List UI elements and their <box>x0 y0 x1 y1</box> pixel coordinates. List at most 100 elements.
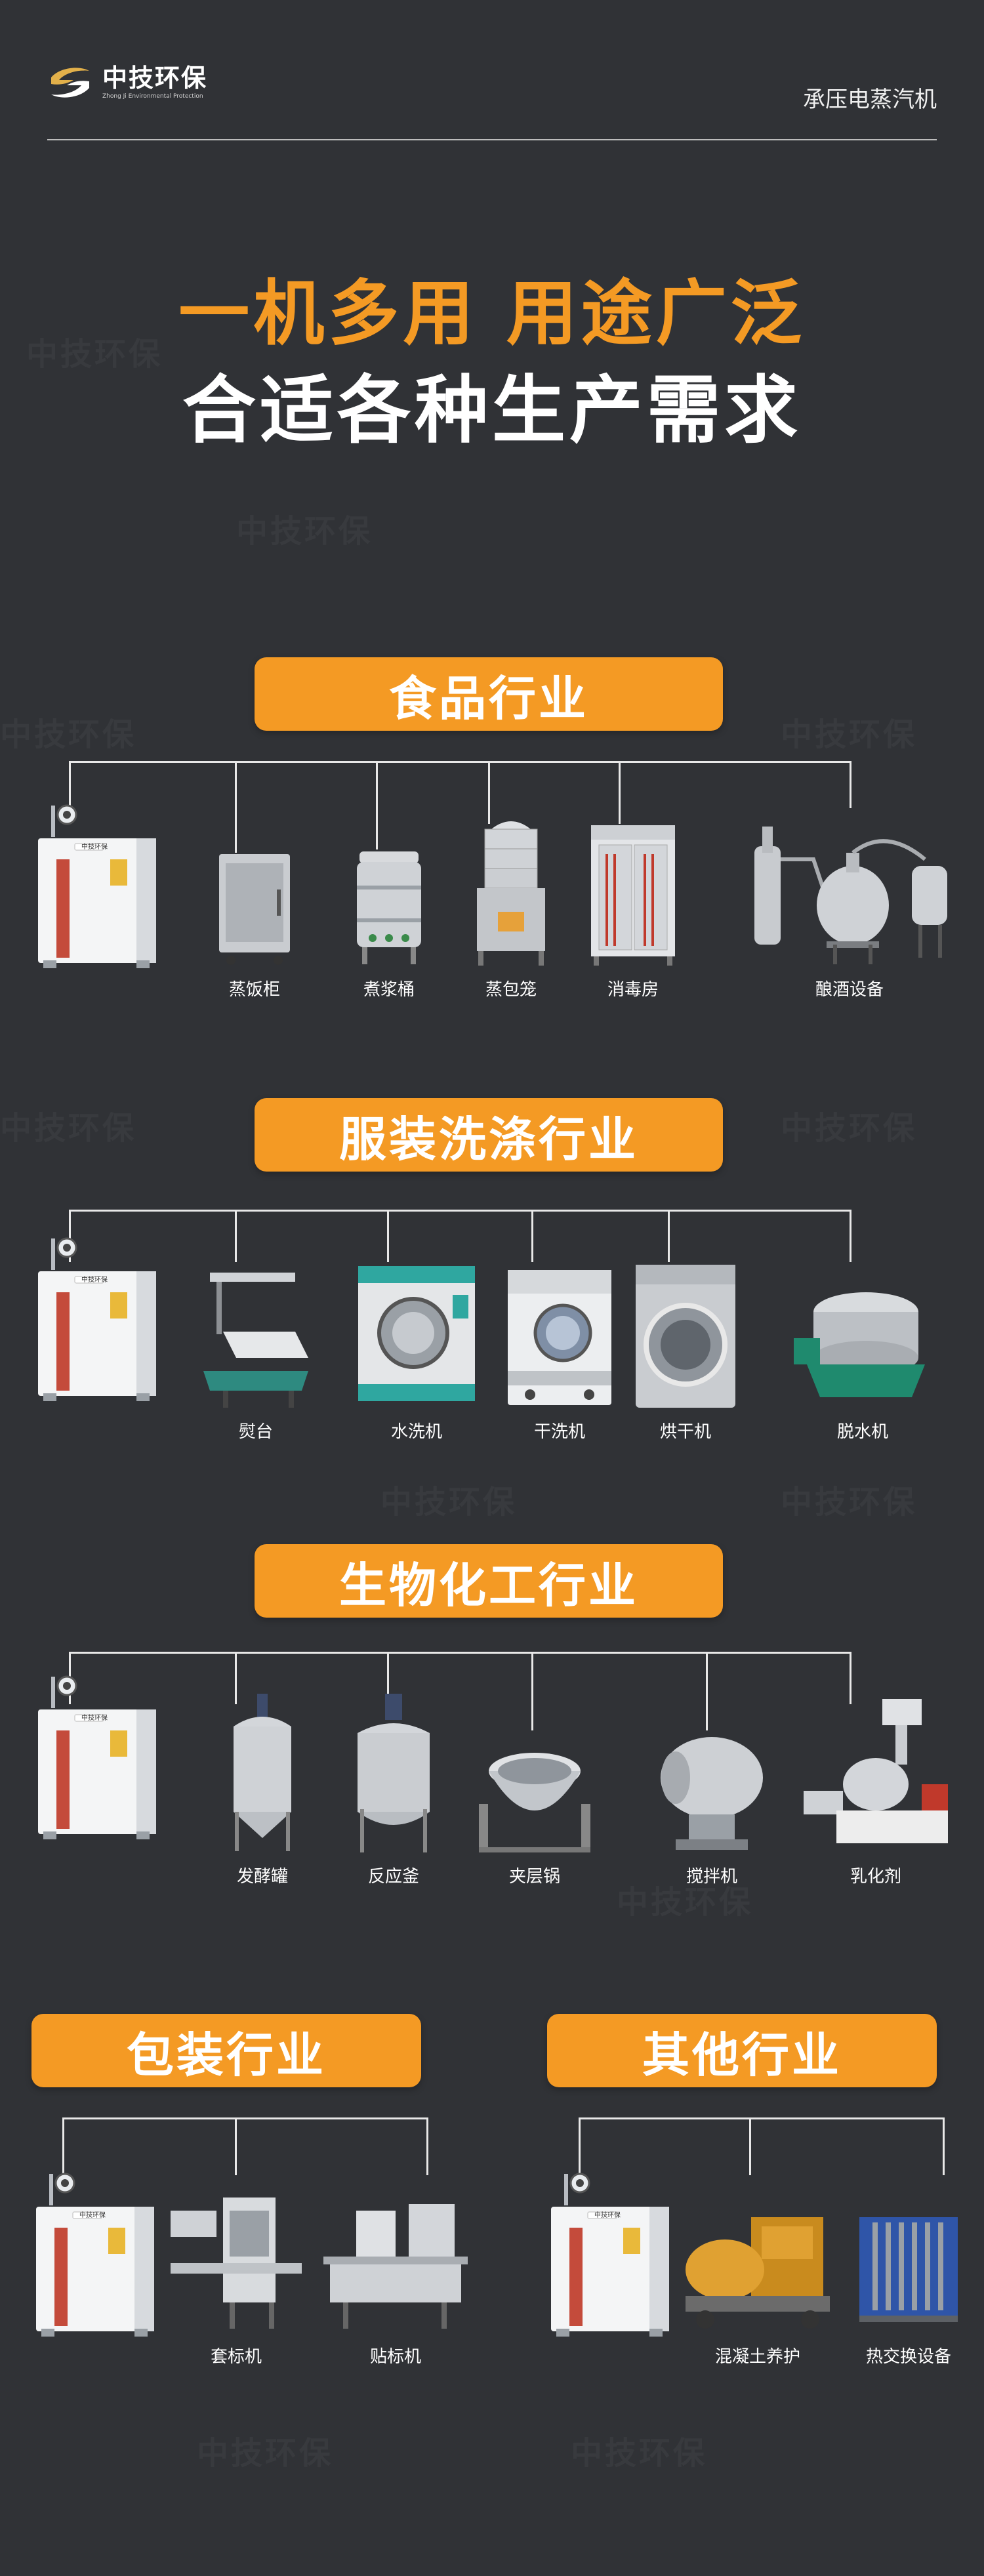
laundry-item-washer: 水洗机 <box>354 1262 479 1442</box>
concrete-curing-machine-image <box>686 2217 830 2329</box>
biochem-item-jacketed-kettle: 夹层锅 <box>472 1732 597 1887</box>
reaction-kettle-image <box>358 1694 430 1852</box>
watermark: 中技环保 <box>236 505 373 551</box>
watermark: 中技环保 <box>781 1476 917 1522</box>
steam-boiler-image: 中技环保 <box>38 1237 157 1402</box>
biochem-drop <box>235 1652 237 1704</box>
steam-boiler-image: 中技环保 <box>551 2173 670 2338</box>
food-drop <box>619 761 621 824</box>
food-item-label: 蒸饭柜 <box>228 980 280 1000</box>
boiler-badge: 中技环保 <box>81 1713 108 1722</box>
brewing-equipment-image <box>754 827 947 964</box>
watermark: 中技环保 <box>571 2427 707 2473</box>
boiler-badge: 中技环保 <box>79 2211 106 2219</box>
ironing-table-image <box>203 1273 308 1408</box>
food-item-label: 消毒房 <box>607 980 659 1000</box>
food-item-label: 煮浆桶 <box>363 980 415 1000</box>
boiler-badge: 中技环保 <box>594 2211 621 2219</box>
laundry-drop <box>387 1210 389 1262</box>
biochem-item-label: 搅拌机 <box>686 1867 737 1887</box>
laundry-drop <box>668 1210 670 1262</box>
other-item-concrete-curing: 混凝土养护 <box>676 2204 840 2367</box>
biochem-drop <box>387 1652 389 1704</box>
food-item-disinfection-room: 消毒房 <box>584 821 682 1000</box>
watermark: 中技环保 <box>781 1102 917 1148</box>
other-drop <box>749 2117 751 2175</box>
header-divider <box>47 139 937 140</box>
food-item-brewing-equipment: 酿酒设备 <box>735 820 964 1000</box>
laundry-item-label: 烘干机 <box>659 1422 711 1442</box>
laundry-drop <box>235 1210 237 1262</box>
food-item-bun-steamer: 蒸包笼 <box>462 813 560 1000</box>
packaging-item-label: 贴标机 <box>369 2347 421 2367</box>
section-title-other: 其他行业 <box>547 2014 937 2087</box>
laundry-item-ironing-table: 熨台 <box>197 1259 315 1442</box>
section-title-biochem: 生物化工行业 <box>255 1544 723 1618</box>
headline-primary: 一机多用 用途广泛 <box>178 273 806 355</box>
other-item-label: 热交换设备 <box>865 2347 951 2367</box>
dry-cleaning-machine-image <box>508 1270 611 1405</box>
soy-milk-boiler-image <box>357 851 421 964</box>
biochem-connector <box>69 1652 851 1704</box>
food-drop <box>235 761 237 853</box>
jacketed-kettle-image <box>479 1753 590 1852</box>
biochem-item-mixer: 搅拌机 <box>649 1729 774 1887</box>
biochem-item-emulsifier: 乳化剂 <box>794 1692 958 1887</box>
washing-machine-image <box>358 1266 475 1401</box>
laundry-drop <box>531 1210 533 1262</box>
sleeve-labeling-machine-image <box>171 2198 302 2329</box>
disinfection-cabinet-image <box>591 825 675 966</box>
boiler-badge: 中技环保 <box>81 1275 108 1284</box>
biochem-drop <box>531 1652 533 1730</box>
watermark: 中技环保 <box>197 2427 333 2473</box>
bun-steamer-image <box>477 821 545 966</box>
fermentation-tank-image <box>234 1694 291 1851</box>
biochem-item-reactor: 反应釜 <box>341 1694 446 1887</box>
brand-tagline: Zhong Ji Environmental Protection <box>102 93 203 100</box>
page-header: 中技环保 Zhong Ji Environmental Protection 承… <box>0 0 984 144</box>
brand-name: 中技环保 <box>102 64 208 92</box>
packaging-item-labeler: 贴标机 <box>314 2184 478 2367</box>
plate-heat-exchanger-image <box>859 2217 958 2322</box>
food-connector <box>69 761 851 808</box>
watermark: 中技环保 <box>380 1476 517 1522</box>
food-drop <box>376 761 378 849</box>
packaging-connector <box>62 2117 428 2175</box>
steam-boiler-image: 中技环保 <box>38 1675 157 1841</box>
section-title-food: 食品行业 <box>255 657 723 731</box>
product-name: 承压电蒸汽机 <box>803 87 937 113</box>
other-connector <box>579 2117 945 2175</box>
laundry-item-label: 熨台 <box>238 1422 273 1442</box>
laundry-item-extractor: 脱水机 <box>787 1266 938 1442</box>
laundry-item-dryer: 烘干机 <box>630 1262 741 1442</box>
food-item-label: 蒸包笼 <box>485 980 537 1000</box>
rice-steamer-cabinet-image <box>219 854 290 965</box>
section-title-laundry: 服装洗涤行业 <box>255 1098 723 1172</box>
biochem-item-label: 乳化剂 <box>850 1867 901 1887</box>
laundry-item-label: 干洗机 <box>533 1422 585 1442</box>
laundry-item-label: 脱水机 <box>836 1422 888 1442</box>
dryer-image <box>636 1265 735 1408</box>
watermark: 中技环保 <box>781 708 917 754</box>
drum-mixer-image <box>661 1737 763 1850</box>
watermark: 中技环保 <box>0 1102 136 1148</box>
laundry-item-label: 水洗机 <box>390 1422 442 1442</box>
biochem-item-label: 发酵罐 <box>236 1867 288 1887</box>
packaging-item-label: 套标机 <box>210 2347 262 2367</box>
steam-boiler-image: 中技环保 <box>38 804 157 970</box>
food-item-rice-steamer: 蒸饭柜 <box>209 850 300 1000</box>
laundry-item-dry-cleaner: 干洗机 <box>504 1266 615 1442</box>
packaging-drop <box>235 2117 237 2175</box>
brand-swoosh-icon <box>51 68 89 98</box>
dewatering-machine-image <box>794 1292 925 1397</box>
biochem-item-label: 反应釜 <box>367 1867 419 1887</box>
boiler-badge: 中技环保 <box>81 842 108 851</box>
brand-logo: 中技环保 Zhong Ji Environmental Protection <box>47 64 207 101</box>
section-title-packaging: 包装行业 <box>31 2014 421 2087</box>
other-item-heat-exchanger: 热交换设备 <box>846 2204 971 2367</box>
labeling-machine-image <box>323 2204 468 2329</box>
steam-boiler-image: 中技环保 <box>36 2173 155 2338</box>
food-drop <box>488 761 490 824</box>
other-item-label: 混凝土养护 <box>714 2347 800 2367</box>
biochem-item-label: 夹层锅 <box>508 1867 560 1887</box>
